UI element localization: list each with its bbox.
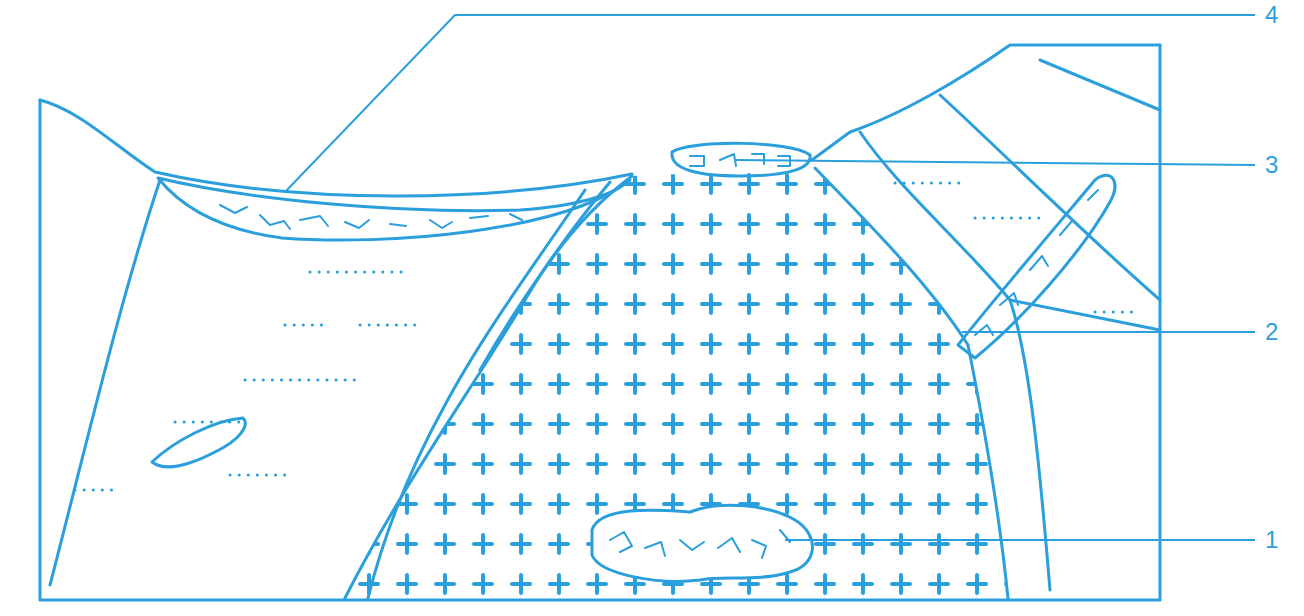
bedding-dots — [245, 379, 355, 382]
fault-line — [860, 132, 1050, 590]
bedding-dots — [310, 271, 405, 274]
ore-inclusion — [592, 505, 812, 581]
bedding-dots — [975, 217, 1040, 220]
ore-vein — [958, 175, 1115, 358]
rock-lens — [152, 418, 245, 467]
leader-line — [962, 331, 1255, 333]
callout-number: 2 — [1265, 318, 1278, 346]
bedding-dots — [285, 324, 420, 327]
bedding-dots — [75, 489, 120, 492]
intrusion-contact — [815, 168, 1008, 598]
fault-line — [1040, 60, 1160, 110]
ground-surface — [40, 100, 632, 196]
bedding-dots — [175, 421, 240, 424]
callout-number: 4 — [1265, 1, 1278, 29]
bedding-dots — [895, 182, 965, 185]
bedding-dots — [1095, 311, 1140, 314]
leader-line — [285, 15, 1255, 192]
ore-texture — [610, 530, 790, 558]
ore-texture — [220, 205, 522, 229]
ore-texture — [975, 190, 1098, 335]
granite-pattern — [300, 150, 1060, 600]
callout-number: 1 — [1265, 526, 1278, 554]
leader-line — [735, 160, 1255, 165]
bedding-dots — [230, 474, 290, 477]
callout-number: 3 — [1265, 151, 1278, 179]
ground-surface — [812, 45, 1160, 160]
leader-line — [785, 539, 1255, 541]
stratum-line — [50, 180, 160, 585]
contact-band — [368, 190, 585, 598]
ore-lens — [158, 178, 630, 240]
section-frame — [40, 45, 1160, 600]
fault-line — [940, 95, 1160, 300]
